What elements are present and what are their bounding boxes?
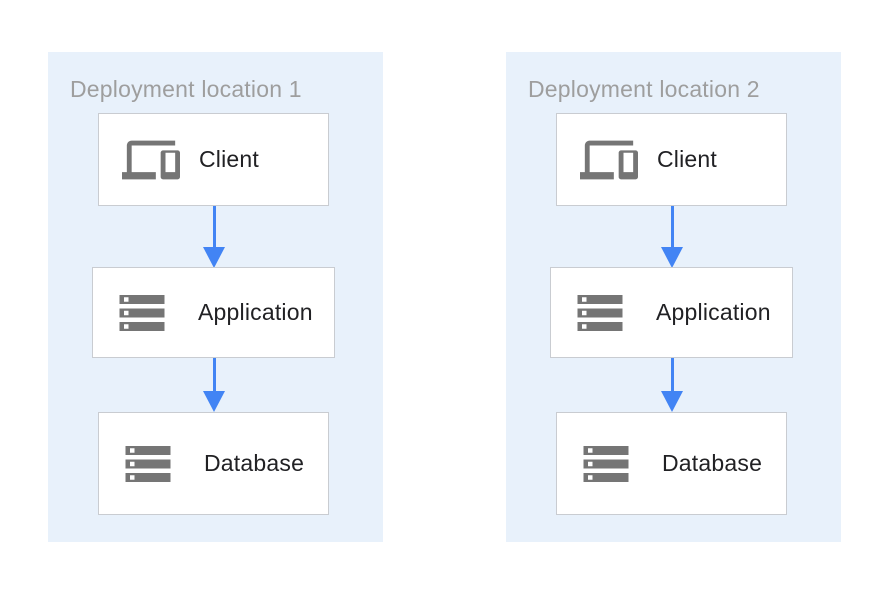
arrow-line — [212, 206, 216, 247]
application-to-database-arrow — [202, 358, 226, 412]
arrow-line — [670, 206, 674, 247]
server-stack-icon — [112, 286, 172, 340]
node-label: Client — [657, 146, 718, 172]
node-label: Client — [199, 146, 260, 172]
server-stack-icon — [576, 437, 636, 491]
deployment-location-1-panel: Deployment location 1 Client Application — [48, 52, 383, 542]
deployment-location-2-panel: Deployment location 2 Client Application — [506, 52, 841, 542]
application-node: Application — [92, 267, 335, 358]
client-node: Client — [98, 113, 329, 206]
node-label: Application — [656, 299, 771, 325]
arrow-line — [212, 358, 216, 391]
panel-title: Deployment location 1 — [70, 76, 302, 102]
database-node: Database — [556, 412, 787, 515]
node-label: Database — [204, 450, 305, 476]
devices-icon — [118, 131, 184, 189]
database-node: Database — [98, 412, 329, 515]
application-node: Application — [550, 267, 793, 358]
client-to-application-arrow — [660, 206, 684, 268]
panel-title: Deployment location 2 — [528, 76, 760, 102]
arrow-head-icon — [661, 391, 683, 412]
arrow-head-icon — [203, 391, 225, 412]
client-to-application-arrow — [202, 206, 226, 268]
application-to-database-arrow — [660, 358, 684, 412]
node-label: Application — [198, 299, 313, 325]
server-stack-icon — [570, 286, 630, 340]
node-label: Database — [662, 450, 763, 476]
client-node: Client — [556, 113, 787, 206]
arrow-head-icon — [203, 247, 225, 268]
server-stack-icon — [118, 437, 178, 491]
arrow-line — [670, 358, 674, 391]
arrow-head-icon — [661, 247, 683, 268]
devices-icon — [576, 131, 642, 189]
